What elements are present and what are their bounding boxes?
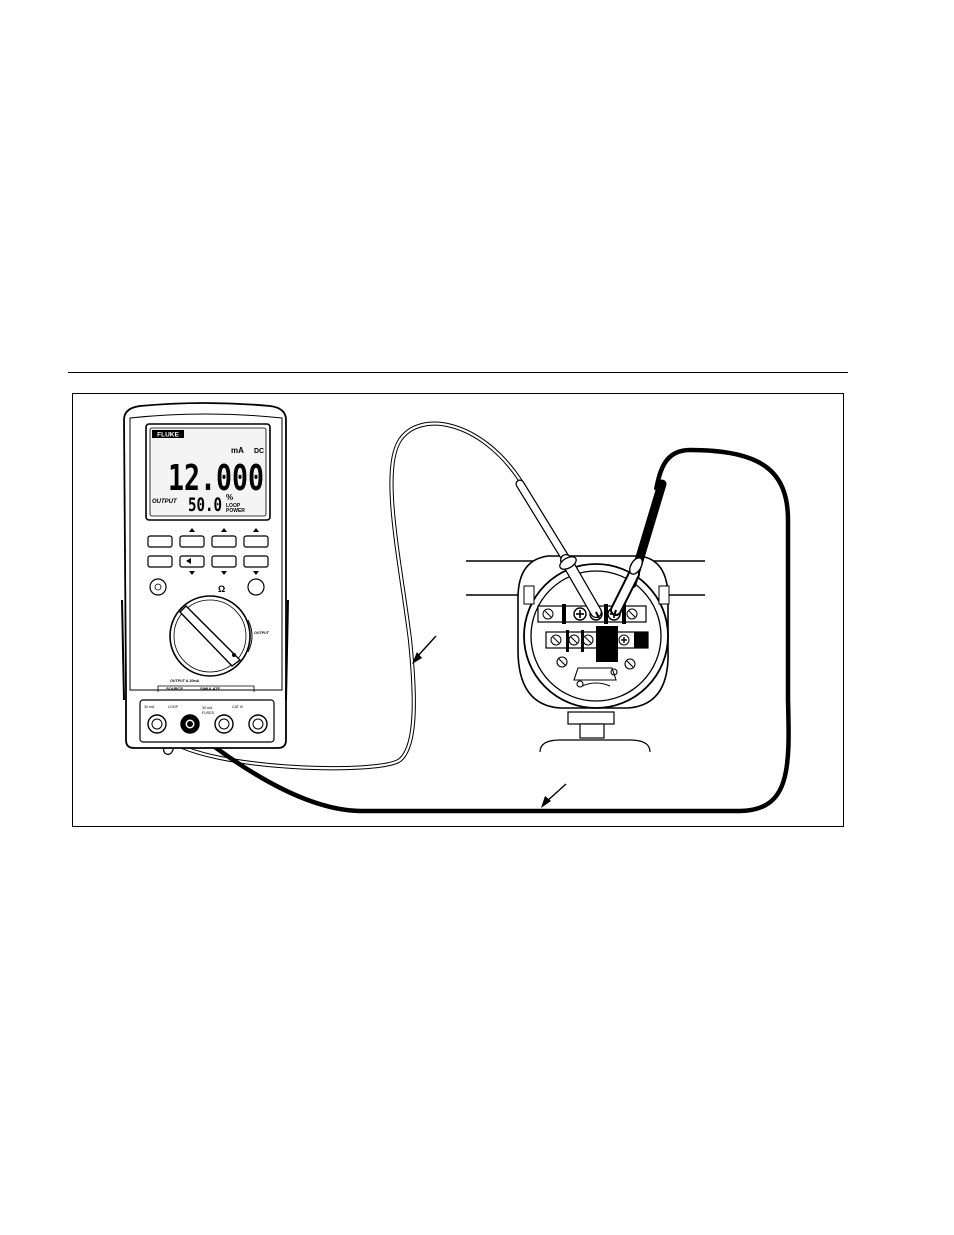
meter-button-7[interactable] — [212, 556, 236, 567]
jack-fused[interactable] — [215, 715, 233, 733]
meter-button-5[interactable] — [148, 556, 172, 567]
simulate-label: SIMULATE — [200, 686, 220, 691]
brand-logo: FLUKE — [157, 432, 179, 439]
lead-callout-arrow-2 — [541, 784, 566, 808]
percent-reading: 50.0 — [188, 494, 222, 516]
percent-sign: % — [226, 493, 233, 502]
input-jacks: 30 mA LOOP 30 mA FUSED CAT III — [140, 700, 274, 742]
output-indicator: OUTPUT — [152, 499, 178, 505]
jack-label-1: 30 mA — [144, 705, 155, 709]
meter-button-8[interactable] — [244, 556, 268, 567]
main-reading: 12.000 — [168, 458, 264, 499]
power-label: POWER — [226, 508, 245, 514]
jack-label-3: 30 mA — [202, 706, 213, 710]
jack-label-2: LOOP — [168, 705, 179, 709]
meter-button-3[interactable] — [212, 536, 236, 547]
meter-button-6[interactable] — [180, 556, 204, 567]
backlight-button[interactable] — [150, 579, 166, 595]
jack-label-3b: FUSED — [202, 711, 215, 715]
power-button[interactable] — [248, 579, 264, 595]
meter-button-4[interactable] — [244, 536, 268, 547]
ohm-symbol: Ω — [218, 584, 225, 594]
output-dial-label: OUTPUT — [254, 631, 270, 635]
meter-button-2[interactable] — [180, 536, 204, 547]
mode-label: DC — [254, 448, 264, 455]
jack-30ma[interactable] — [148, 715, 166, 733]
jack-com[interactable] — [249, 715, 267, 733]
source-label: SOURCE — [166, 686, 183, 691]
jack-label-4: CAT III — [232, 705, 243, 709]
unit-label: mA — [231, 446, 244, 455]
lead-callout-arrow-1 — [412, 636, 436, 664]
meter-button-1[interactable] — [148, 536, 172, 547]
transmitter — [518, 556, 669, 752]
output-mode-label: OUTPUT & 20mA — [170, 679, 200, 683]
multimeter: FLUKE mA DC 12.000 OUTPUT 50.0 % LOOP PO… — [122, 403, 288, 748]
